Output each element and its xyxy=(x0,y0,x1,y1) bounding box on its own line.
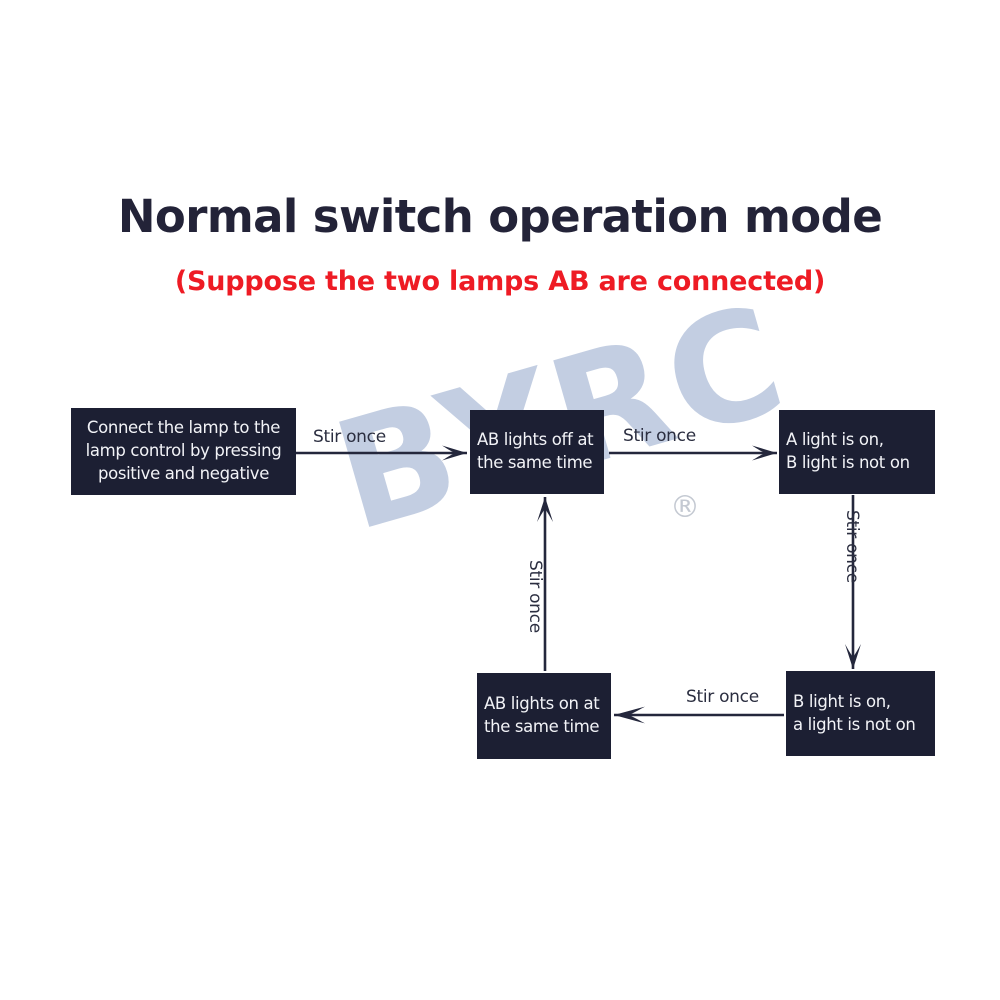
edge-label-connect-to-ab-off: Stir once xyxy=(313,427,386,447)
edge-label-ab-off-to-a-on: Stir once xyxy=(623,426,696,446)
node-ab-lights-on[interactable]: AB lights on at the same time xyxy=(477,673,611,759)
edge-label-ab-on-to-ab-off: Stir once xyxy=(525,560,545,633)
node-ab-lights-off[interactable]: AB lights off at the same time xyxy=(470,410,604,494)
node-b-light-on[interactable]: B light is on, a light is not on xyxy=(786,671,935,756)
page-subtitle: (Suppose the two lamps AB are connected) xyxy=(174,266,826,297)
edge-label-b-on-to-ab-on: Stir once xyxy=(686,687,759,707)
page-title: Normal switch operation mode xyxy=(117,190,883,243)
edge-label-a-on-to-b-on: Stir once xyxy=(842,510,862,583)
node-a-light-on[interactable]: A light is on, B light is not on xyxy=(779,410,935,494)
node-connect-lamp[interactable]: Connect the lamp to the lamp control by … xyxy=(71,408,296,495)
